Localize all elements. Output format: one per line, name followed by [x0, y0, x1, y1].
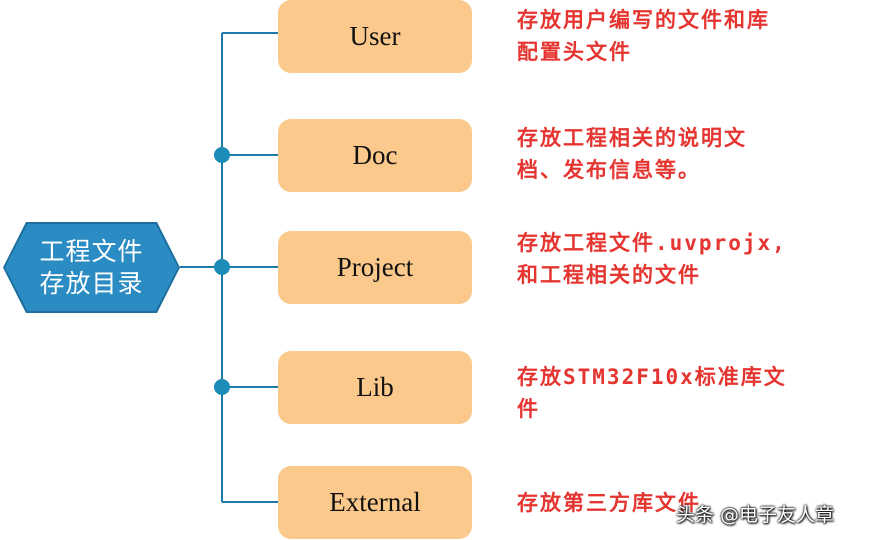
- node-user: User: [278, 0, 472, 73]
- node-project: Project: [278, 231, 472, 304]
- root-node-label: 工程文件 存放目录: [39, 236, 143, 300]
- node-lib: Lib: [278, 351, 472, 424]
- desc-doc: 存放工程相关的说明文 档、发布信息等。: [517, 122, 847, 186]
- watermark: 头条 @电子友人章: [676, 504, 835, 526]
- desc-user-line2: 配置头文件: [517, 40, 632, 64]
- desc-external: 存放第三方库文件: [517, 487, 847, 519]
- desc-lib: 存放STM32F10x标准库文 件: [517, 361, 847, 425]
- junction-dot-lib: [214, 379, 230, 395]
- desc-lib-line2: 件: [517, 397, 540, 421]
- desc-user: 存放用户编写的文件和库 配置头文件: [517, 4, 847, 68]
- desc-user-line1: 存放用户编写的文件和库: [517, 8, 770, 32]
- root-label-line1: 工程文件: [39, 236, 144, 266]
- desc-external-line1: 存放第三方库文件: [517, 491, 701, 515]
- junction-dot-doc: [214, 147, 230, 163]
- node-doc: Doc: [278, 119, 472, 192]
- junction-dot-project: [214, 259, 230, 275]
- desc-project: 存放工程文件.uvprojx, 和工程相关的文件: [517, 227, 847, 291]
- desc-doc-line2: 档、发布信息等。: [517, 158, 701, 182]
- desc-lib-line1: 存放STM32F10x标准库文: [517, 365, 787, 389]
- node-external: External: [278, 466, 472, 539]
- desc-project-line2: 和工程相关的文件: [517, 263, 701, 287]
- desc-doc-line1: 存放工程相关的说明文: [517, 126, 747, 150]
- desc-project-line1: 存放工程文件.uvprojx,: [517, 231, 787, 255]
- root-node: 工程文件 存放目录: [3, 222, 180, 313]
- root-label-line2: 存放目录: [39, 268, 144, 298]
